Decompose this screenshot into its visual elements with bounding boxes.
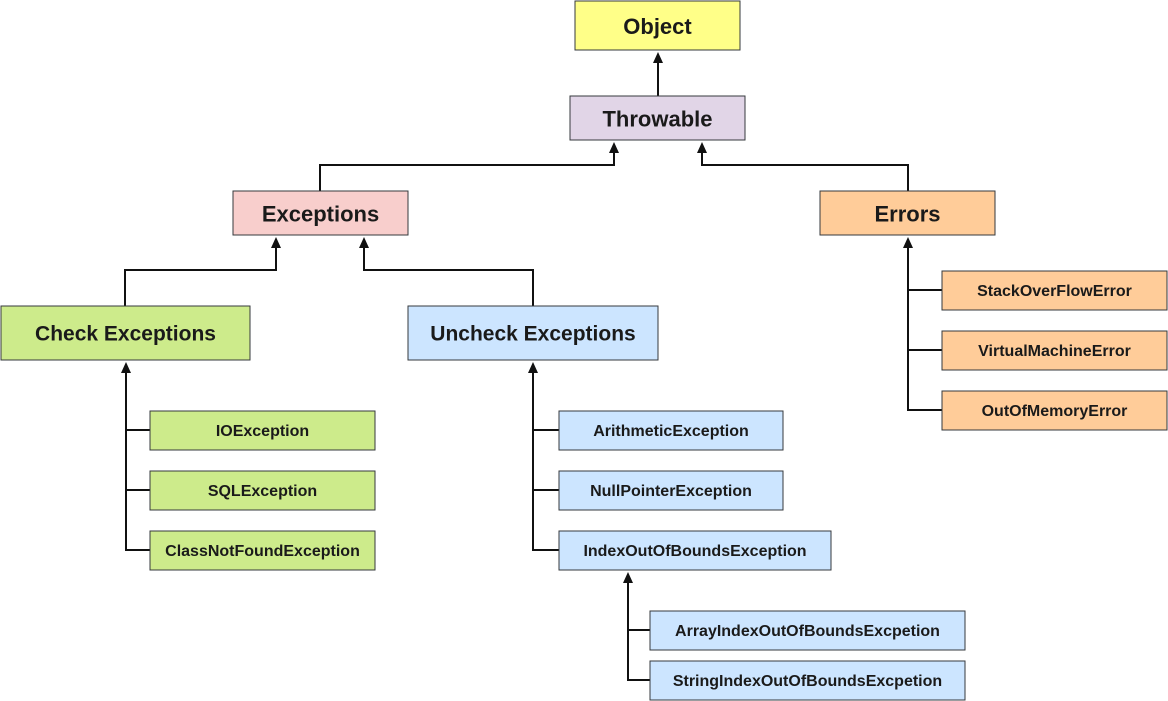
node-box (941, 330, 1168, 371)
node-box (558, 530, 832, 571)
edge-check-to-exceptions (124, 237, 281, 306)
node-label: SQLException (208, 483, 317, 500)
node-label: Errors (874, 202, 940, 227)
node-label: Exceptions (262, 202, 379, 227)
node-index-out-of-bounds-exception: IndexOutOfBoundsException (558, 530, 832, 571)
node-io-exception: IOException (149, 410, 376, 451)
edge-errors-to-throwable (697, 142, 909, 191)
node-box (819, 190, 996, 236)
node-label: ClassNotFoundException (165, 543, 360, 560)
node-label: ArrayIndexOutOfBoundsExcpetion (675, 623, 940, 640)
edge-exceptions-to-throwable (319, 142, 619, 191)
node-sql-exception: SQLException (149, 470, 376, 511)
node-label: StackOverFlowError (977, 283, 1132, 300)
connector-line (532, 371, 559, 551)
node-string-index-out-of-bounds: StringIndexOutOfBoundsExcpetion (649, 660, 966, 701)
node-throwable: Throwable (569, 95, 746, 141)
node-label: OutOfMemoryError (982, 403, 1128, 420)
node-label: IOException (216, 423, 309, 440)
node-out-of-memory-error: OutOfMemoryError (941, 390, 1168, 431)
node-label: Uncheck Exceptions (430, 323, 635, 346)
arrowhead-icon (903, 237, 913, 248)
node-stack-overflow-error: StackOverFlowError (941, 270, 1168, 311)
connector-line (319, 151, 615, 191)
node-virtual-machine-error: VirtualMachineError (941, 330, 1168, 371)
node-box (0, 305, 251, 361)
node-box (569, 95, 746, 141)
node-box (649, 610, 966, 651)
node-box (232, 190, 409, 236)
node-check-exceptions: Check Exceptions (0, 305, 251, 361)
node-box (574, 0, 741, 51)
edge-errors-children (903, 237, 942, 411)
connector-line (124, 246, 277, 306)
arrowhead-icon (271, 237, 281, 248)
node-label: NullPointerException (590, 483, 752, 500)
edge-check-children (121, 362, 150, 551)
node-null-pointer-exception: NullPointerException (558, 470, 784, 511)
node-label: ArithmeticException (593, 423, 749, 440)
edge-uncheck-to-exceptions (359, 237, 534, 306)
edge-index-children (623, 572, 650, 681)
node-label: IndexOutOfBoundsException (583, 543, 806, 560)
node-exceptions: Exceptions (232, 190, 409, 236)
node-box (941, 390, 1168, 431)
node-box (558, 410, 784, 451)
edge-throwable-to-object (653, 52, 663, 96)
node-box (149, 410, 376, 451)
node-class-not-found-exception: ClassNotFoundException (149, 530, 376, 571)
node-array-index-out-of-bounds: ArrayIndexOutOfBoundsExcpetion (649, 610, 966, 651)
node-errors: Errors (819, 190, 996, 236)
node-label: Throwable (602, 107, 712, 132)
arrowhead-icon (623, 572, 633, 583)
connector-line (363, 246, 534, 306)
connector-lines (121, 52, 942, 681)
node-box (407, 305, 659, 361)
node-label: Object (623, 14, 692, 39)
arrowhead-icon (609, 142, 619, 153)
node-object: Object (574, 0, 741, 51)
arrowhead-icon (653, 52, 663, 63)
node-label: Check Exceptions (35, 323, 216, 346)
node-label: StringIndexOutOfBoundsExcpetion (673, 673, 942, 690)
node-box (558, 470, 784, 511)
edge-uncheck-children (528, 362, 559, 551)
node-uncheck-exceptions: Uncheck Exceptions (407, 305, 659, 361)
node-box (149, 530, 376, 571)
node-box (941, 270, 1168, 311)
arrowhead-icon (359, 237, 369, 248)
node-arithmetic-exception: ArithmeticException (558, 410, 784, 451)
connector-line (627, 581, 650, 681)
arrowhead-icon (528, 362, 538, 373)
arrowhead-icon (121, 362, 131, 373)
connector-line (907, 246, 942, 411)
connector-line (125, 371, 150, 551)
connector-line (701, 151, 909, 191)
node-label: VirtualMachineError (978, 343, 1131, 360)
node-box (649, 660, 966, 701)
arrowhead-icon (697, 142, 707, 153)
node-box (149, 470, 376, 511)
